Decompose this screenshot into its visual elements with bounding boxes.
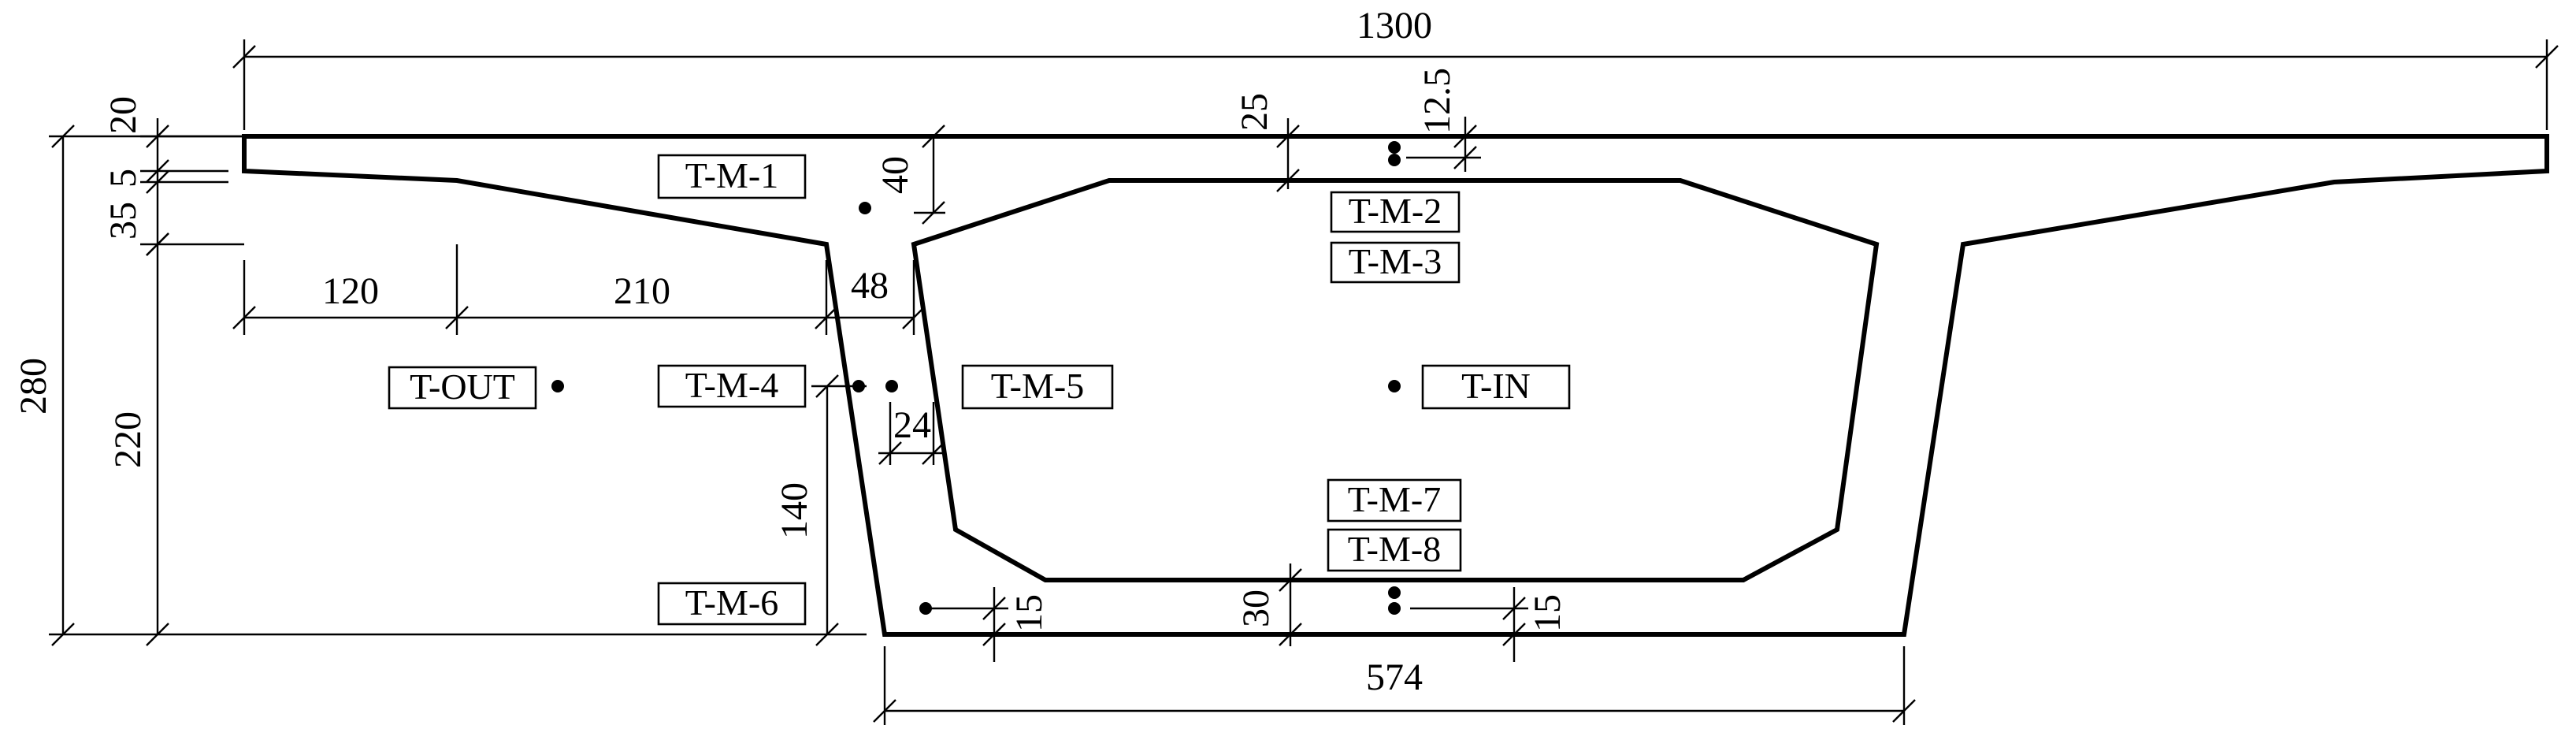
dim-web-top-label: 48	[851, 265, 889, 307]
dim-total-height: 280	[13, 125, 867, 646]
dim-bottom-plate-label: 30	[1235, 589, 1277, 627]
sensor-point-t-m-3	[1388, 154, 1401, 166]
dim-web-sensor-spacing-label: 24	[893, 404, 931, 446]
dim-top-sensor-offset-label: 12.5	[1416, 68, 1458, 134]
label-t-m-2-text: T-M-2	[1349, 191, 1442, 231]
dim-top-slab-label: 20	[102, 96, 144, 134]
label-t-m-8: T-M-8	[1327, 528, 1462, 572]
dim-cantilever-root-label: 35	[102, 202, 144, 240]
label-t-m-5: T-M-5	[961, 364, 1114, 410]
dim-web-sensor-spacing: 24	[878, 402, 945, 465]
label-t-out-text: T-OUT	[410, 366, 515, 407]
sensor-point-t-m-8	[1388, 602, 1401, 615]
sensor-point-t-m-4	[852, 380, 865, 392]
inner-cell-outline	[911, 178, 1880, 582]
label-t-m-1-text: T-M-1	[685, 155, 778, 195]
dim-total-height-label: 280	[13, 358, 54, 415]
label-t-m-3: T-M-3	[1330, 241, 1461, 284]
sensor-point-t-out	[551, 380, 564, 392]
sensor-point-t-in	[1388, 380, 1401, 392]
label-t-m-7: T-M-7	[1327, 478, 1462, 523]
dim-web-height-label: 220	[107, 411, 149, 468]
sensor-point-t-m-2	[1388, 141, 1401, 154]
dim-bottom-sensor-left-label: 15	[1008, 594, 1050, 632]
dim-bottom-width-label: 574	[1366, 656, 1423, 698]
dim-web-lower: 140	[774, 374, 867, 646]
label-t-in-text: T-IN	[1461, 366, 1531, 406]
outer-section-outline	[242, 134, 2549, 637]
dim-top-plate-label: 25	[1234, 93, 1275, 131]
sensor-point-t-m-6	[919, 602, 932, 615]
label-t-m-7-text: T-M-7	[1348, 479, 1441, 519]
dim-cantilever-haunch-label: 210	[614, 270, 670, 312]
label-t-m-8-text: T-M-8	[1348, 529, 1441, 569]
dim-cantilever-tip-label: 120	[322, 270, 379, 312]
label-t-m-3-text: T-M-3	[1349, 241, 1442, 281]
sensor-point-t-m-5	[885, 380, 898, 392]
dim-total-width: 1300	[232, 5, 2559, 130]
dim-bottom-width: 574	[873, 646, 1916, 725]
dim-slab-stack: 20 5 35	[102, 96, 244, 256]
sensor-point-t-m-7	[1388, 586, 1401, 599]
label-t-m-1: T-M-1	[657, 154, 807, 199]
sensor-points	[551, 141, 1401, 615]
label-t-m-2: T-M-2	[1330, 191, 1461, 233]
dim-inner-haunch: 40	[874, 125, 945, 225]
dim-web-height: 220	[107, 232, 169, 646]
label-t-m-4-text: T-M-4	[685, 365, 778, 405]
dim-slab-step-label: 5	[102, 169, 144, 188]
label-t-m-4: T-M-4	[657, 364, 807, 408]
label-t-in: T-IN	[1421, 364, 1571, 410]
dim-bottom-plate: 30	[1235, 563, 1302, 646]
dim-total-width-label: 1300	[1357, 5, 1432, 46]
label-t-m-5-text: T-M-5	[991, 366, 1084, 406]
dim-inner-haunch-label: 40	[874, 156, 916, 194]
dim-cantilever-horizontal: 120 210 48	[232, 244, 926, 335]
dim-top-sensor-offset: 12.5	[1406, 68, 1481, 172]
dim-bottom-sensor-left: 15	[930, 587, 1050, 662]
sensor-point-t-m-1	[859, 202, 871, 214]
dim-bottom-sensor-right-label: 15	[1527, 594, 1568, 632]
label-t-out: T-OUT	[388, 366, 537, 410]
dim-top-plate: 25	[1234, 93, 1300, 192]
dim-bottom-sensor-right: 15	[1410, 587, 1568, 662]
dim-web-lower-label: 140	[774, 482, 815, 539]
label-t-m-6-text: T-M-6	[685, 582, 778, 623]
label-t-m-6: T-M-6	[657, 582, 807, 626]
